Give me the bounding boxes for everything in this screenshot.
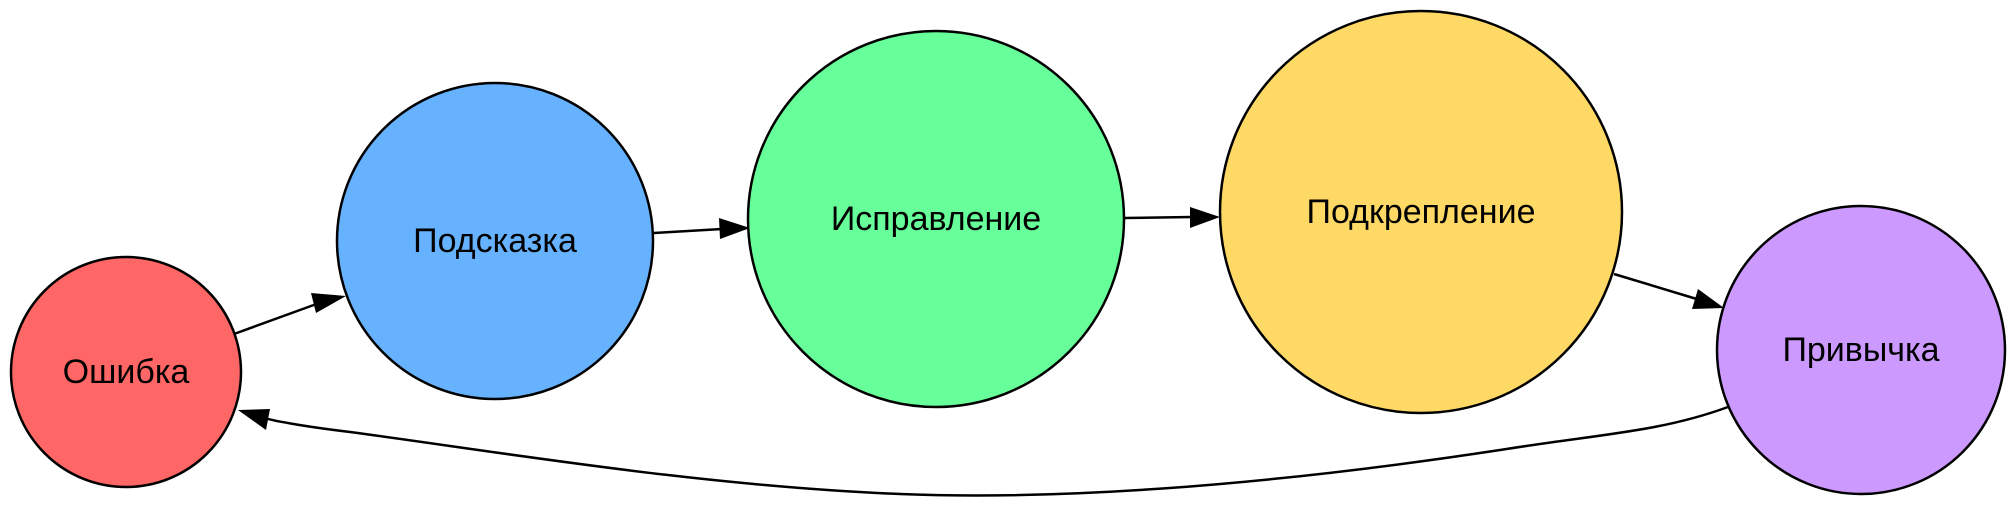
edge-ispravlenie-to-podkreplenie [1123, 215, 1193, 220]
arrowhead-oshibka-to-podskazka [311, 293, 346, 313]
node-privychka: Привычка [1715, 204, 2007, 496]
arrowhead-podskazka-to-ispravlenie [719, 218, 750, 239]
node-circle-oshibka [9, 255, 243, 489]
edge-podkreplenie-to-privychka [1613, 272, 1701, 302]
node-podskazka: Подсказка [335, 81, 655, 401]
node-circle-podkreplenie [1218, 9, 1624, 415]
node-circle-privychka [1715, 204, 2007, 496]
node-podkreplenie: Подкрепление [1218, 9, 1624, 415]
node-label-podskazka: Подсказка [413, 222, 577, 260]
node-oshibka: Ошибка [9, 255, 243, 489]
node-ispravlenie: Исправление [746, 29, 1126, 409]
node-circle-ispravlenie [746, 29, 1126, 409]
node-label-oshibka: Ошибка [63, 353, 190, 391]
node-circle-podskazka [335, 81, 655, 401]
arrowhead-privychka-to-oshibka [238, 409, 270, 430]
arrowhead-podkreplenie-to-privychka [1692, 289, 1724, 309]
arrowhead-ispravlenie-to-podkreplenie [1190, 207, 1220, 228]
edge-podskazka-to-ispravlenie [653, 227, 723, 235]
node-label-podkreplenie: Подкрепление [1307, 193, 1536, 231]
edge-privychka-to-oshibka [264, 405, 1729, 497]
node-label-privychka: Привычка [1782, 331, 1939, 369]
edges [233, 207, 1729, 497]
nodes: Ошибка Подсказка Исправление Подкреплени… [9, 9, 2007, 496]
node-label-ispravlenie: Исправление [831, 200, 1041, 238]
edge-oshibka-to-podskazka [233, 300, 323, 336]
